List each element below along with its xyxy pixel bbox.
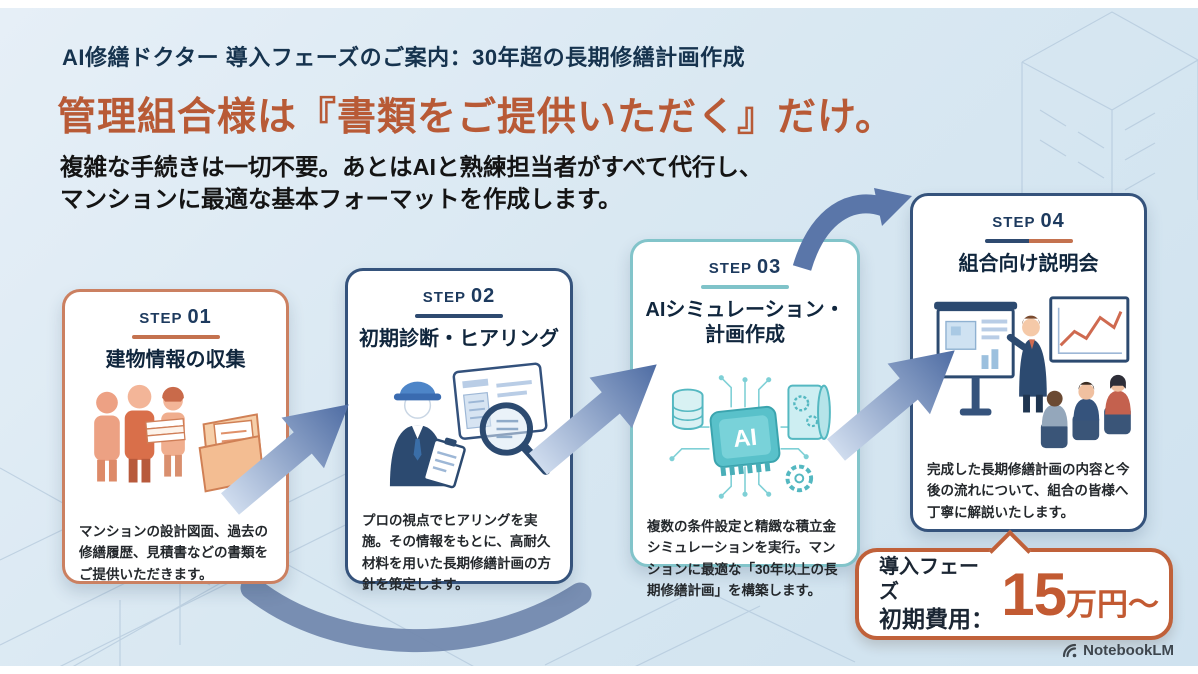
top-letterbox [0,0,1198,8]
phase-label: 導入フェーズ [879,555,979,603]
step-04-accent-rule [984,239,1073,243]
watermark: NotebookLM [1062,642,1174,659]
step-01-accent-rule [131,335,220,339]
subtitle: 複雑な手続きは一切不要。あとはAIと熟練担当者がすべて代行し、 マンションに最適… [60,151,762,215]
notebooklm-icon [1063,643,1077,657]
step-02-title: 初期診断・ヒアリング [359,328,559,350]
svg-text:AI: AI [732,425,758,453]
people-documents-folder-illustration [65,373,286,521]
price-callout: 導入フェーズ 初期費用： 15 万円〜 [855,529,1173,640]
step-04-illustration-svg [933,296,1131,449]
fee-label: 初期費用： [879,605,994,632]
step-03-illustration-svg: AI [669,375,831,499]
step-03-description: 複数の条件設定と精緻な積立金シミュレーションを実行。マンションに最適な「30年以… [647,519,838,598]
step-01-illustration-svg [93,384,265,493]
price-value: 15 万円〜 [1001,560,1159,629]
subtitle-line-1: 複雑な手続きは一切不要。あとはAIと熟練担当者がすべて代行し、 [60,154,763,180]
eyebrow-heading: AI修繕ドクター 導入フェーズのご案内：30年超の長期修繕計画作成 [62,45,746,70]
step-04-description: 完成した長期修繕計画の内容と今後の流れについて、組合の皆様へ丁寧に解説いたします… [927,462,1130,520]
step-03-accent-rule [701,285,789,289]
step-04-title: 組合向け説明会 [958,253,1099,275]
watermark-label: NotebookLM [1083,642,1174,659]
ai-chip-illustration: AI [633,348,857,516]
step-02-illustration-svg [389,362,551,489]
step-01-description: マンションの設計図面、過去の修繕履歴、見積書などの書類をご提供いただきます。 [79,524,268,582]
step-02-accent-rule [415,314,503,318]
page-title: 管理組合様は『書類をご提供いただく』だけ。 [57,96,896,139]
subtitle-line-2: マンションに最適な基本フォーマットを作成します。 [60,186,622,212]
step-02-description: プロの視点でヒアリングを実施。その情報をもとに、高耐久材料を用いた長期修繕計画の… [362,513,551,592]
bottom-letterbox [0,666,1198,674]
step-01-title: 建物情報の収集 [105,349,246,371]
price-unit: 万円〜 [1066,586,1159,622]
price-labels: 導入フェーズ 初期費用： [879,555,995,634]
price-amount: 15 [1001,560,1067,628]
engineer-magnifier-illustration [348,352,570,510]
briefing-meeting-illustration [913,277,1144,459]
step-03-title: AIシミュレーション・ 計画作成 [645,299,845,346]
